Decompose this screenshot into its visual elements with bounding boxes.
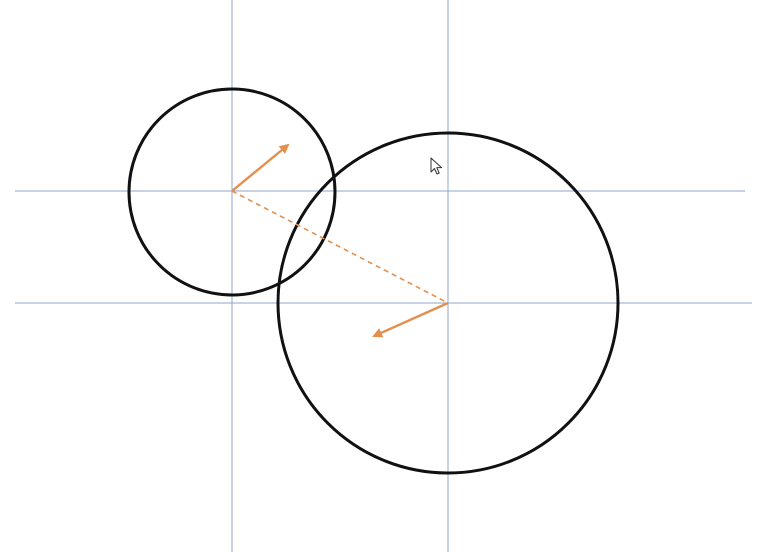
center-connector-dashed-line [231,190,449,304]
mouse-pointer-icon [430,157,442,175]
small-circle [127,87,337,297]
large-circle [276,131,620,475]
large-circle-velocity-arrow [372,301,449,338]
small-circle-velocity-arrow [231,143,290,192]
